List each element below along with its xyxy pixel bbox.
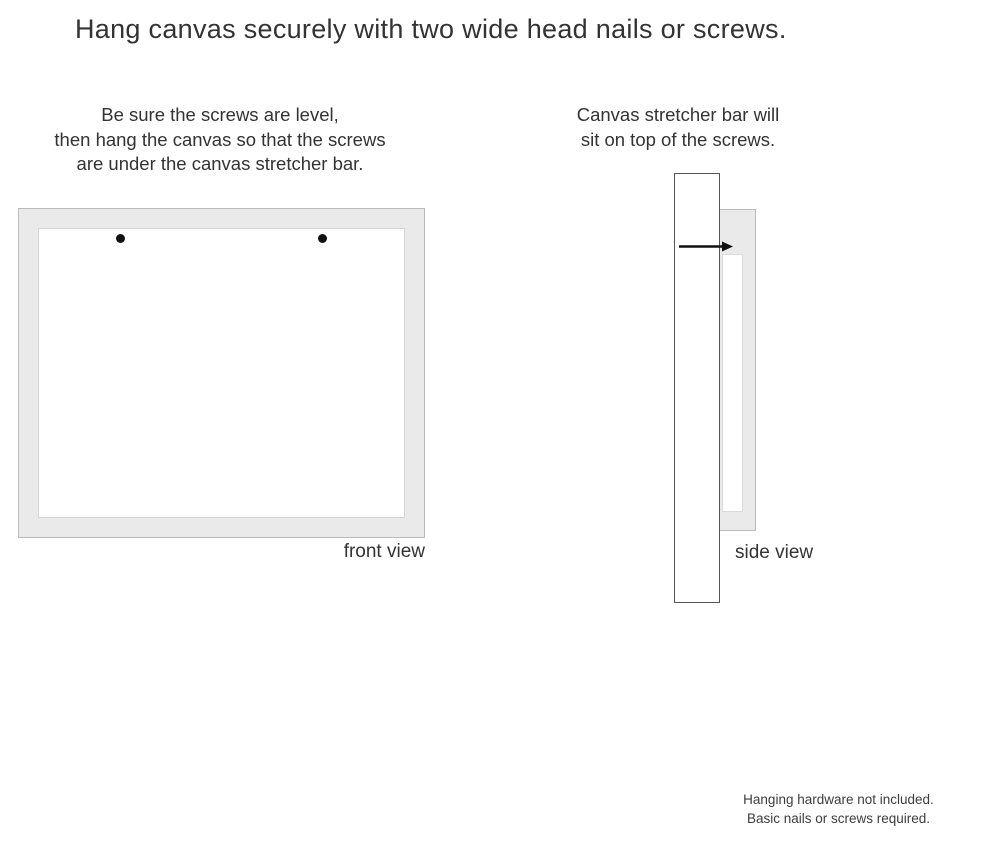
front-instructions-line-3: are under the canvas stretcher bar. bbox=[76, 153, 364, 174]
side-instructions-line-1: Canvas stretcher bar will bbox=[576, 104, 780, 125]
nail-icon bbox=[679, 241, 733, 252]
side-instructions-line-2: sit on top of the screws. bbox=[580, 128, 776, 150]
disclaimer-line-2: Basic nails or screws required. bbox=[746, 811, 931, 826]
side-view-canvas-hollow bbox=[722, 254, 743, 512]
side-view-instructions: Canvas stretcher bar will sit on top of … bbox=[553, 103, 803, 152]
nail-head bbox=[722, 241, 733, 252]
front-view-label: front view bbox=[343, 541, 425, 562]
front-view-canvas-face bbox=[38, 228, 405, 518]
front-instructions-line-1: Be sure the screws are level, bbox=[101, 104, 339, 125]
disclaimer-line-1: Hanging hardware not included. bbox=[743, 792, 934, 807]
side-view-canvas-profile bbox=[719, 209, 756, 531]
side-view-stretcher-bar bbox=[674, 173, 720, 603]
screw-left-icon bbox=[116, 234, 125, 243]
hardware-disclaimer: Hanging hardware not included. Basic nai… bbox=[700, 790, 977, 828]
front-view-canvas-frame bbox=[18, 208, 425, 538]
side-view-label: side view bbox=[735, 542, 814, 563]
front-view-instructions: Be sure the screws are level, then hang … bbox=[20, 103, 420, 177]
front-instructions-line-2: then hang the canvas so that the screws bbox=[54, 128, 386, 150]
page-title: Hang canvas securely with two wide head … bbox=[75, 14, 787, 44]
screw-right-icon bbox=[318, 234, 327, 243]
